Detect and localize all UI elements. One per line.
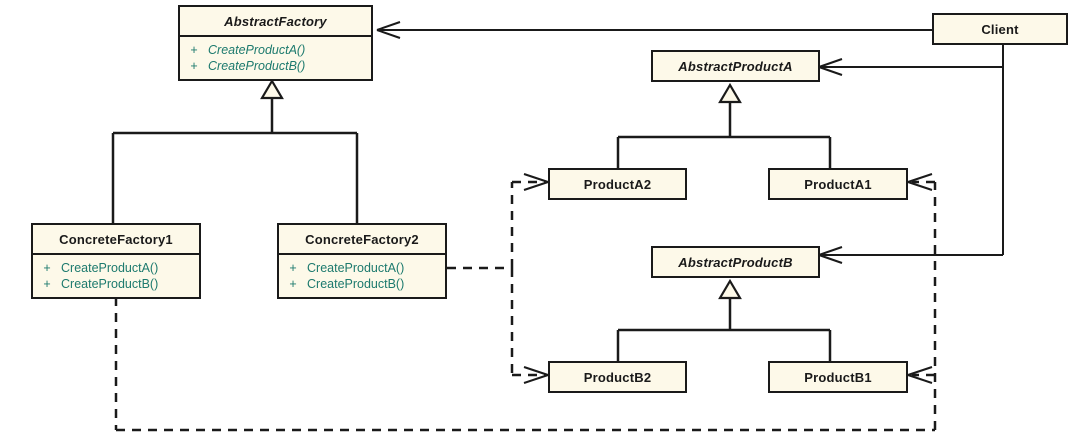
dependency-concretefactory2-to-products	[447, 173, 549, 384]
member-row: + CreateProductA()	[180, 42, 371, 58]
member-name: CreateProductB()	[307, 277, 405, 291]
class-title-product-a1: ProductA1	[804, 177, 872, 192]
class-abstract-factory[interactable]: AbstractFactory + CreateProductA() + Cre…	[178, 5, 373, 81]
visibility-marker: +	[190, 59, 198, 73]
compartment-divider	[279, 253, 445, 255]
class-product-b1[interactable]: ProductB1	[768, 361, 908, 393]
generalization-triangle-abstractproducta	[718, 82, 742, 104]
class-concrete-factory1[interactable]: ConcreteFactory1 + CreateProductA() + Cr…	[31, 223, 201, 299]
member-row: + CreateProductB()	[279, 276, 445, 292]
class-abstract-product-b[interactable]: AbstractProductB	[651, 246, 820, 278]
member-name: CreateProductA()	[307, 261, 405, 275]
generalization-triangle-abstractfactory	[260, 78, 284, 100]
visibility-marker: +	[43, 261, 51, 275]
member-row: + CreateProductB()	[180, 58, 371, 74]
generalization-factories-to-abstractfactory	[111, 78, 359, 223]
visibility-marker: +	[289, 261, 297, 275]
visibility-marker: +	[190, 43, 198, 57]
class-concrete-factory2[interactable]: ConcreteFactory2 + CreateProductA() + Cr…	[277, 223, 447, 299]
member-name: CreateProductB()	[208, 59, 306, 73]
association-client-to-abstractproductb	[818, 67, 1004, 264]
class-abstract-product-a[interactable]: AbstractProductA	[651, 50, 820, 82]
class-title-concrete-factory2: ConcreteFactory2	[305, 232, 419, 247]
class-title-product-b2: ProductB2	[583, 370, 652, 385]
members-compartment: + CreateProductA() + CreateProductB()	[33, 255, 199, 297]
compartment-divider	[33, 253, 199, 255]
dependency-concretefactory1-to-products	[114, 173, 937, 432]
generalization-productb-to-abstractproductb	[616, 278, 832, 361]
members-compartment: + CreateProductA() + CreateProductB()	[180, 37, 371, 79]
member-row: + CreateProductA()	[279, 260, 445, 276]
member-name: CreateProductA()	[208, 43, 306, 57]
visibility-marker: +	[43, 277, 51, 291]
member-row: + CreateProductB()	[33, 276, 199, 292]
class-title-product-b1: ProductB1	[804, 370, 872, 385]
member-name: CreateProductB()	[61, 277, 159, 291]
generalization-producta-to-abstractproducta	[616, 82, 832, 168]
member-row: + CreateProductA()	[33, 260, 199, 276]
class-client[interactable]: Client	[932, 13, 1068, 45]
class-product-a2[interactable]: ProductA2	[548, 168, 687, 200]
visibility-marker: +	[289, 277, 297, 291]
compartment-divider	[180, 35, 371, 37]
class-product-b2[interactable]: ProductB2	[548, 361, 687, 393]
class-title-abstract-product-a: AbstractProductA	[678, 59, 793, 74]
class-title-client: Client	[981, 22, 1019, 37]
class-product-a1[interactable]: ProductA1	[768, 168, 908, 200]
class-title-concrete-factory1: ConcreteFactory1	[59, 232, 173, 247]
members-compartment: + CreateProductA() + CreateProductB()	[279, 255, 445, 297]
class-title-product-a2: ProductA2	[583, 177, 652, 192]
association-client-to-abstractfactory	[376, 21, 932, 39]
class-title-abstract-product-b: AbstractProductB	[678, 255, 793, 270]
class-title-abstract-factory: AbstractFactory	[224, 14, 327, 29]
member-name: CreateProductA()	[61, 261, 159, 275]
generalization-triangle-abstractproductb	[718, 278, 742, 300]
association-client-to-abstractproducta	[818, 45, 1004, 76]
